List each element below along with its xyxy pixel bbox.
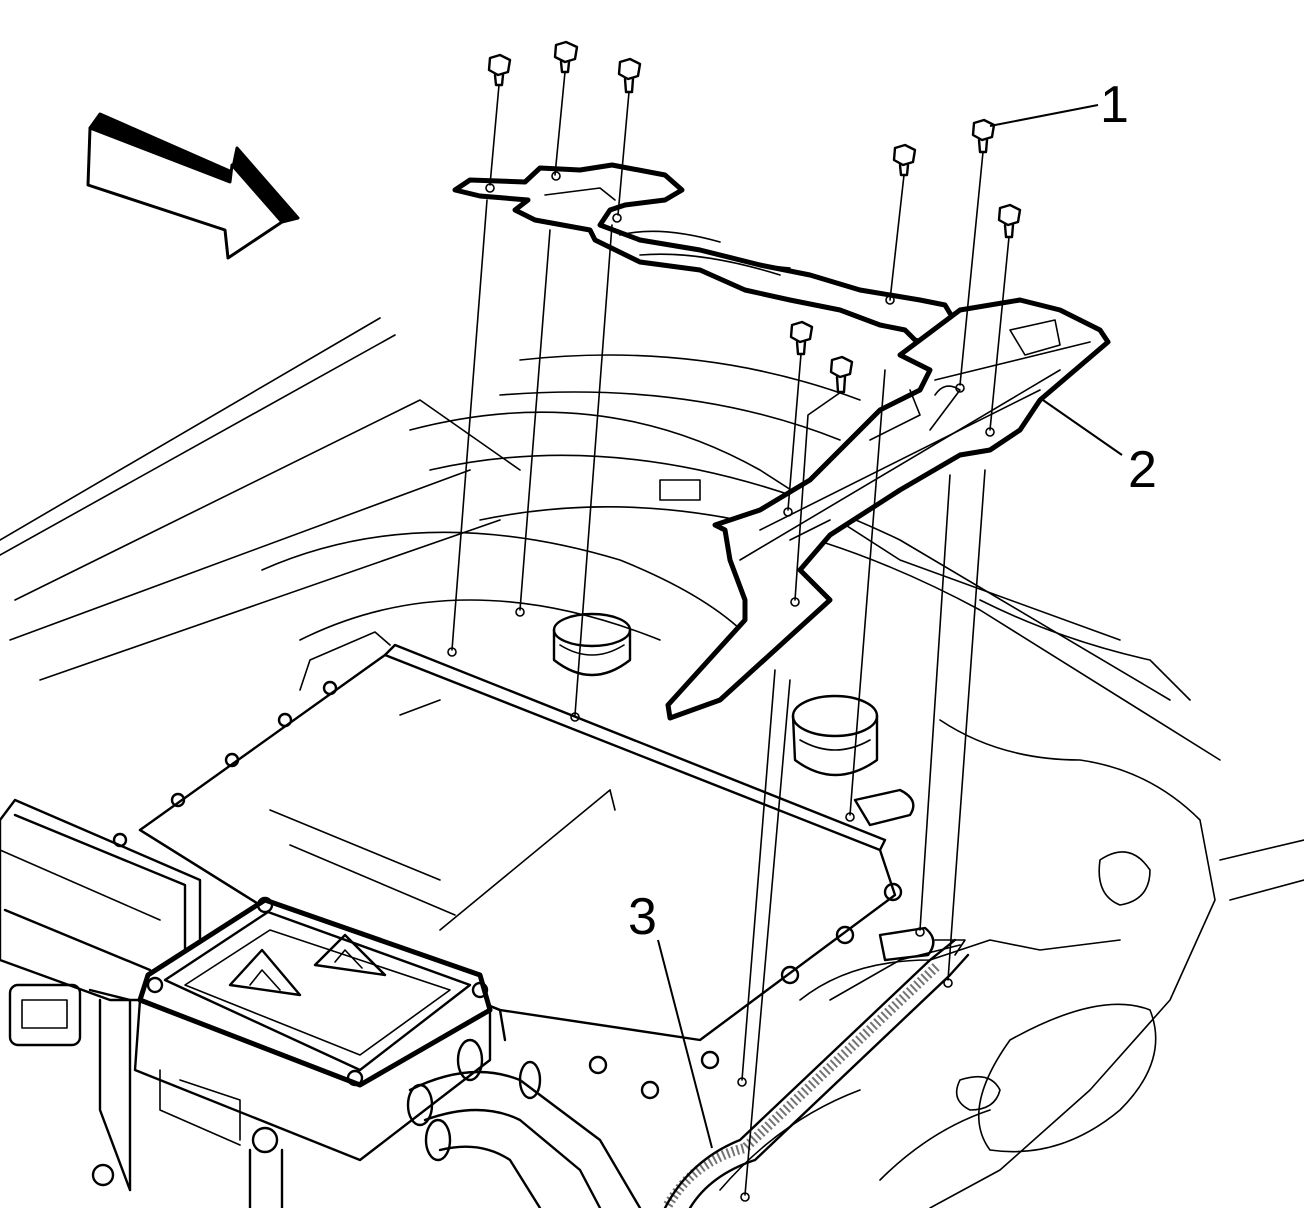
callout-label-2: 2 xyxy=(1128,441,1157,499)
bolt-4 xyxy=(849,143,917,816)
callout-label-1: 1 xyxy=(1100,76,1129,134)
bolt-6 xyxy=(947,203,1022,981)
bolt-2 xyxy=(519,40,579,611)
callout-1: 1 xyxy=(989,76,1129,134)
vehicle-body-lines xyxy=(0,317,1304,1208)
bolt-5 xyxy=(919,118,996,931)
bolt-8 xyxy=(744,355,854,1196)
bracket xyxy=(452,162,1111,721)
callout-3: 3 xyxy=(628,888,713,1149)
filler-cap xyxy=(552,612,632,677)
bolt-holes xyxy=(447,171,995,1202)
bolts xyxy=(447,40,1022,1202)
callout-label-3: 3 xyxy=(628,888,657,946)
bolt-1 xyxy=(451,53,512,651)
hv-cover xyxy=(133,896,493,1208)
direction-arrow-icon xyxy=(86,112,300,260)
cables xyxy=(406,1038,642,1208)
bolt-3 xyxy=(574,57,642,716)
harness xyxy=(663,938,970,1208)
callout-2: 2 xyxy=(1039,397,1157,499)
bolt-7 xyxy=(741,320,814,1081)
reservoir xyxy=(791,694,879,777)
module-bolts xyxy=(112,680,903,1100)
